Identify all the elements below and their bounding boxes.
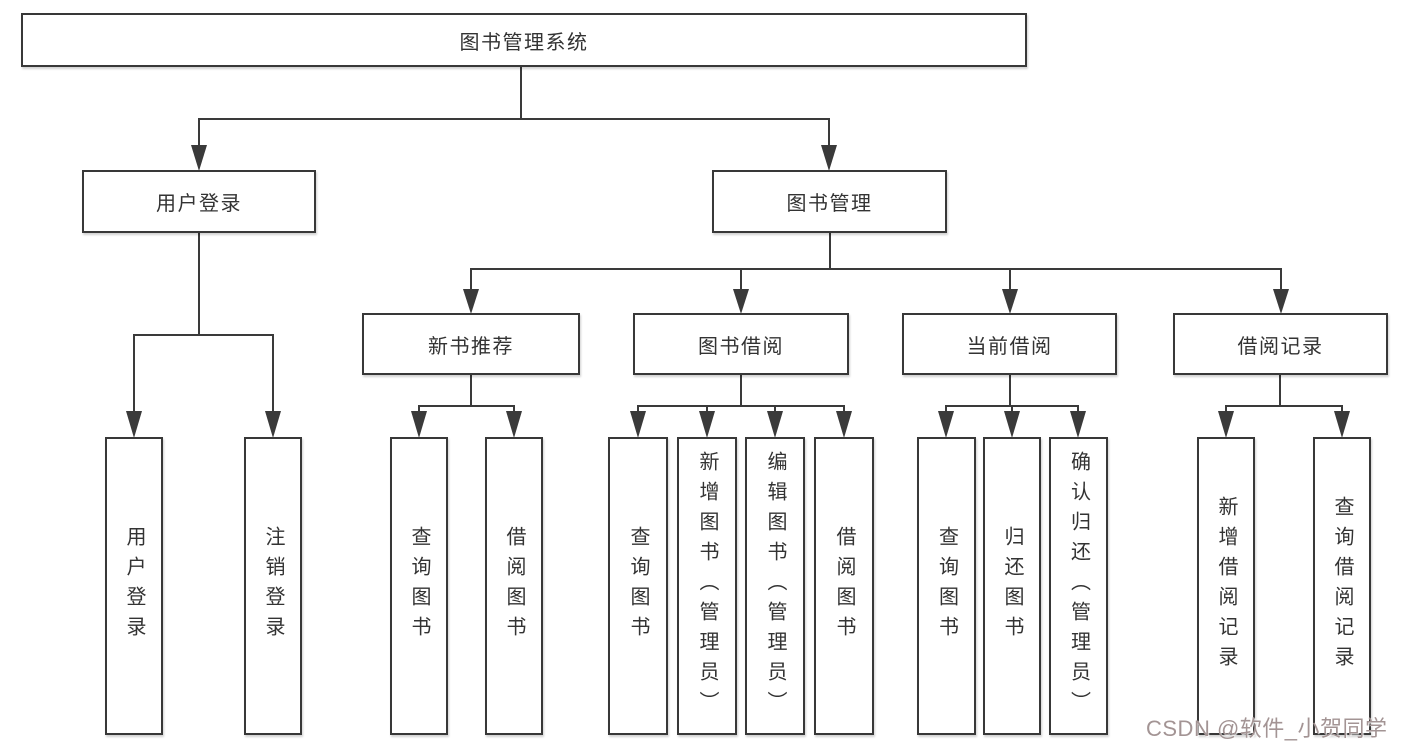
connector-book-mgmt-children — [463, 233, 1289, 314]
connector-book-borrow-children — [630, 375, 852, 438]
arrowhead-icon — [1002, 289, 1018, 314]
node-label: 查询图书 — [408, 526, 430, 646]
wire-path — [1225, 375, 1343, 413]
arrowhead-icon — [1218, 411, 1234, 438]
node-leaf-query-borrow-record: 查询借阅记录 — [1313, 437, 1371, 735]
node-leaf-query-books-3: 查询图书 — [917, 437, 976, 735]
node-leaf-return-book: 归还图书 — [983, 437, 1041, 735]
node-label: 图书借阅 — [698, 335, 784, 358]
arrowhead-icon — [938, 411, 954, 438]
node-label: 注销登录 — [262, 526, 284, 646]
node-label: 借阅记录 — [1237, 335, 1324, 358]
node-label: 查询图书 — [627, 526, 649, 646]
node-system-root: 图书管理系统 — [21, 13, 1027, 67]
arrowhead-icon — [126, 411, 142, 438]
arrowhead-icon — [821, 145, 837, 171]
wire-path — [945, 375, 1079, 413]
node-label: 用户登录 — [156, 193, 242, 215]
node-book-borrowing: 图书借阅 — [633, 313, 849, 375]
node-borrowing-records: 借阅记录 — [1173, 313, 1388, 375]
node-label: 新书推荐 — [428, 335, 514, 358]
node-leaf-query-books-1: 查询图书 — [390, 437, 448, 735]
connector-user-login-children — [126, 233, 281, 438]
node-leaf-query-books-2: 查询图书 — [608, 437, 668, 735]
node-label: 编辑图书（管理员） — [764, 451, 786, 721]
arrowhead-icon — [506, 411, 522, 438]
arrowhead-icon — [733, 289, 749, 314]
arrowhead-icon — [1334, 411, 1350, 438]
wire-path — [418, 375, 515, 413]
arrowhead-icon — [1004, 411, 1020, 438]
node-label: 借阅图书 — [833, 526, 855, 646]
wire-path — [198, 67, 830, 146]
arrowhead-icon — [191, 145, 207, 171]
node-label: 用户登录 — [123, 526, 145, 646]
node-leaf-add-borrow-record: 新增借阅记录 — [1197, 437, 1255, 735]
node-label: 查询借阅记录 — [1331, 496, 1353, 676]
connector-new-book-children — [411, 375, 522, 438]
wire-path — [470, 233, 1282, 290]
node-label: 当前借阅 — [966, 335, 1053, 358]
node-leaf-borrow-books-2: 借阅图书 — [814, 437, 874, 735]
arrowhead-icon — [1273, 289, 1289, 314]
node-leaf-confirm-return-admin: 确认归还（管理员） — [1049, 437, 1108, 735]
node-leaf-borrow-books-1: 借阅图书 — [485, 437, 543, 735]
connector-current-borrow-children — [938, 375, 1086, 438]
node-book-management: 图书管理 — [712, 170, 947, 233]
node-label: 查询图书 — [935, 526, 958, 646]
wire-path — [133, 233, 274, 412]
csdn-watermark: CSDN @软件_小贺同学 — [1146, 716, 1388, 741]
node-leaf-edit-book-admin: 编辑图书（管理员） — [745, 437, 805, 735]
node-label: 确认归还（管理员） — [1067, 451, 1090, 721]
node-label: 归还图书 — [1001, 526, 1023, 646]
node-label: 借阅图书 — [503, 526, 525, 646]
connector-borrow-records-children — [1218, 375, 1350, 438]
arrowhead-icon — [265, 411, 281, 438]
node-current-borrowing: 当前借阅 — [902, 313, 1117, 375]
node-leaf-add-book-admin: 新增图书（管理员） — [677, 437, 737, 735]
node-leaf-logout: 注销登录 — [244, 437, 302, 735]
wire-path — [637, 375, 845, 413]
arrowhead-icon — [463, 289, 479, 314]
node-label: 图书管理系统 — [459, 31, 589, 54]
arrowhead-icon — [699, 411, 715, 438]
arrowhead-icon — [1070, 411, 1086, 438]
connector-root-to-level2 — [191, 67, 837, 171]
node-new-book-recommend: 新书推荐 — [362, 313, 580, 375]
node-leaf-user-login: 用户登录 — [105, 437, 163, 735]
node-label: 图书管理 — [786, 193, 873, 215]
node-label: 新增借阅记录 — [1215, 496, 1237, 676]
arrowhead-icon — [767, 411, 783, 438]
arrowhead-icon — [630, 411, 646, 438]
arrowhead-icon — [411, 411, 427, 438]
node-label: 新增图书（管理员） — [696, 451, 718, 721]
arrowhead-icon — [836, 411, 852, 438]
node-user-login: 用户登录 — [82, 170, 316, 233]
